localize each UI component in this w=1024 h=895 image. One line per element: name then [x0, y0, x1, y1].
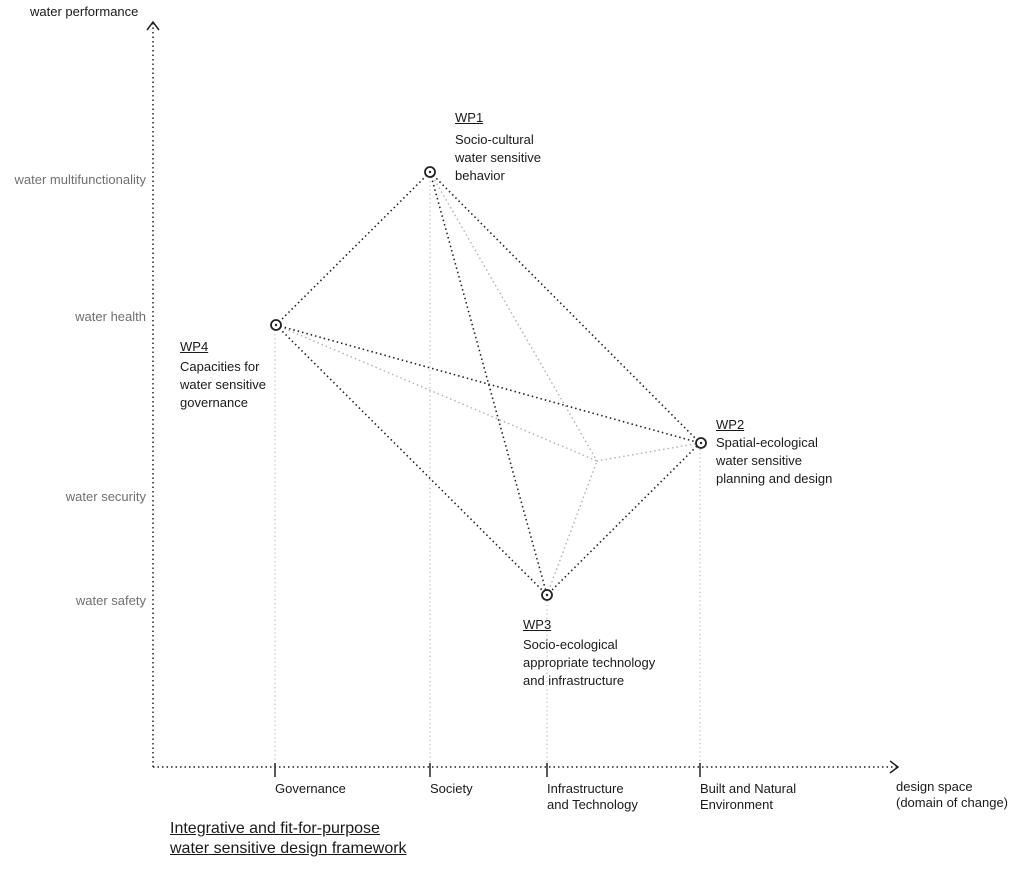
nodes: [270, 166, 707, 601]
diagram-caption: Integrative and fit-for-purpose water se…: [170, 820, 407, 857]
node-wp2: [695, 437, 707, 449]
light-wp4-center: [275, 324, 598, 462]
wp4-label: WP4 Capacities for water sensitive gover…: [180, 338, 266, 412]
y-level-safety: water safety: [75, 593, 146, 608]
axes: [146, 20, 900, 774]
light-wp3-center: [546, 460, 598, 596]
y-level-health: water health: [75, 309, 146, 324]
strong-connections: [275, 171, 701, 596]
node-wp1: [424, 166, 436, 178]
y-level-multifunctionality: water multifunctionality: [14, 172, 147, 187]
wp1-description: Socio-cultural water sensitive behavior: [455, 132, 541, 183]
guide-lines: [274, 177, 701, 762]
wp2-description: Spatial-ecological water sensitive plann…: [716, 435, 833, 486]
wp2-label: WP2 Spatial-ecological water sensitive p…: [716, 416, 832, 488]
x-axis-arrow-icon: [889, 760, 900, 774]
edge-wp4-wp3: [275, 324, 548, 596]
x-category-governance: Governance: [275, 781, 346, 796]
node-wp4: [270, 319, 282, 331]
wp1-label: WP1 Socio-cultural water sensitive behav…: [455, 109, 541, 185]
edge-wp1-wp3: [429, 171, 548, 596]
y-axis-arrow-icon: [146, 20, 160, 31]
edge-wp2-wp3: [546, 442, 701, 596]
x-category-environment: Built and Natural Environment: [700, 781, 797, 812]
x-ticks: [274, 763, 701, 777]
x-category-infrastructure: Infrastructure and Technology: [547, 781, 638, 812]
wp4-description: Capacities for water sensitive governanc…: [180, 359, 266, 410]
wp3-id: WP3: [523, 617, 552, 632]
edge-wp4-wp2: [275, 324, 701, 444]
edge-wp1-wp2: [429, 171, 701, 444]
wp2-id: WP2: [716, 417, 745, 432]
edge-wp1-wp4: [275, 171, 431, 326]
x-category-society: Society: [430, 781, 473, 796]
y-axis-title: water performance: [30, 4, 139, 19]
wp3-description: Socio-ecological appropriate technology …: [523, 637, 656, 688]
wp4-id: WP4: [180, 339, 209, 354]
y-level-security: water security: [65, 489, 146, 504]
node-wp3: [541, 589, 553, 601]
light-wp2-center: [596, 442, 701, 462]
wp3-label: WP3 Socio-ecological appropriate technol…: [523, 616, 655, 690]
x-axis-title: design space (domain of change): [896, 779, 1009, 810]
wp1-id: WP1: [455, 110, 484, 125]
light-connections: [275, 171, 701, 596]
light-wp1-center: [429, 171, 598, 462]
